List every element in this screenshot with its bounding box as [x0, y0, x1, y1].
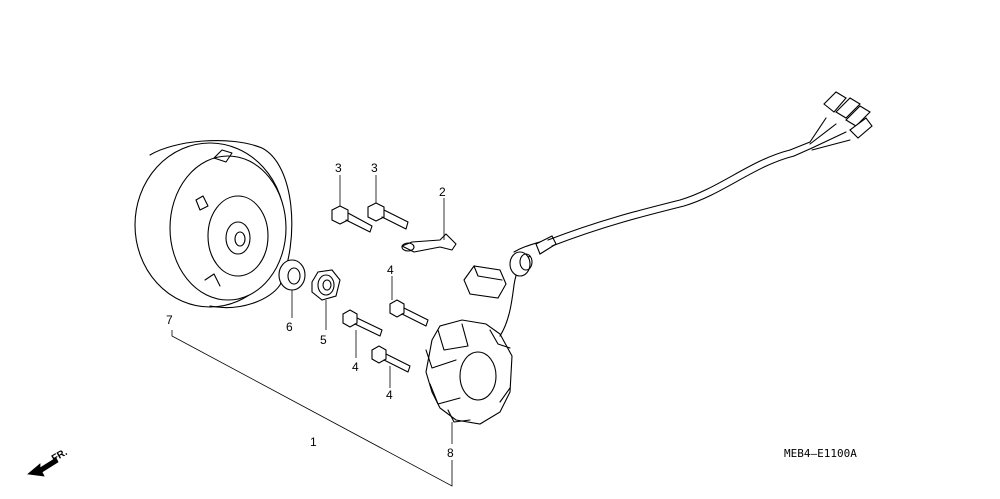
bolt-3a [331, 205, 373, 233]
label-4b: 4 [352, 360, 359, 374]
bolt-4a [389, 299, 429, 327]
bolt-4b [342, 309, 383, 337]
label-6: 6 [286, 320, 293, 334]
front-label: FR. [50, 447, 70, 465]
flange-nut [311, 269, 341, 301]
diagram-code: MEB4—E1100A [784, 447, 857, 460]
bolt-3b [367, 202, 409, 230]
label-7: 7 [166, 313, 173, 327]
washer [278, 259, 306, 291]
front-direction-arrow: FR. [27, 447, 70, 477]
label-3b: 3 [371, 161, 378, 175]
bolt-4c [371, 345, 411, 373]
part-labels: 3 3 2 4 6 5 7 4 4 1 8 [166, 161, 454, 460]
wire-harness [499, 91, 873, 337]
label-1: 1 [310, 435, 317, 449]
label-4a: 4 [387, 263, 394, 277]
flywheel [134, 140, 293, 309]
label-2: 2 [439, 185, 446, 199]
wire-clamp [401, 233, 457, 253]
stator [425, 319, 513, 425]
label-3a: 3 [335, 161, 342, 175]
label-5: 5 [320, 333, 327, 347]
leader-lines [171, 175, 453, 487]
label-4c: 4 [386, 388, 393, 402]
label-8: 8 [447, 446, 454, 460]
connector [463, 265, 507, 299]
